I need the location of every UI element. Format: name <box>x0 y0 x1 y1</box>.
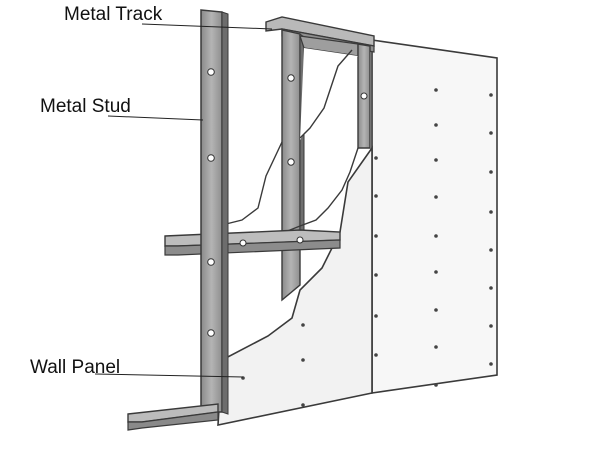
label-metal-track: Metal Track <box>64 4 163 25</box>
leader-metal-track <box>141 23 273 30</box>
leader-wall-panel <box>94 373 244 378</box>
panel-screws <box>241 88 493 407</box>
horizontal-rail <box>164 229 341 256</box>
wall-panel <box>217 39 498 426</box>
metal-stud-right <box>281 29 371 302</box>
metal-stud-left <box>200 9 229 415</box>
label-wall-panel: Wall Panel <box>30 357 121 378</box>
leader-metal-stud <box>107 115 204 121</box>
bottom-metal-track <box>127 403 219 431</box>
leader-lines <box>94 23 273 378</box>
cutaway-edge <box>221 141 359 233</box>
label-metal-stud: Metal Stud <box>40 96 131 117</box>
